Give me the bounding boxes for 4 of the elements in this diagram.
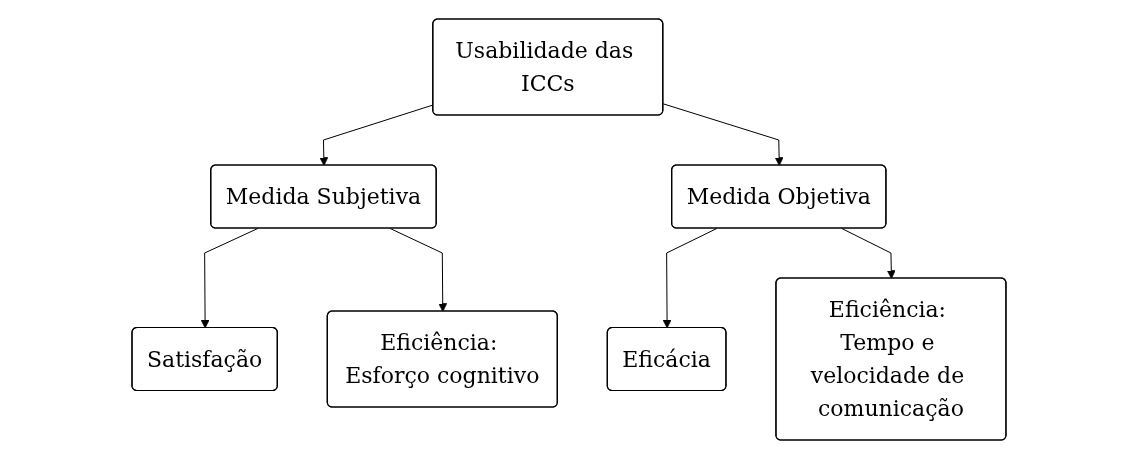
arrow — [389, 228, 448, 312]
arrow — [841, 228, 896, 279]
arrow — [662, 103, 784, 166]
arrow — [662, 228, 718, 329]
